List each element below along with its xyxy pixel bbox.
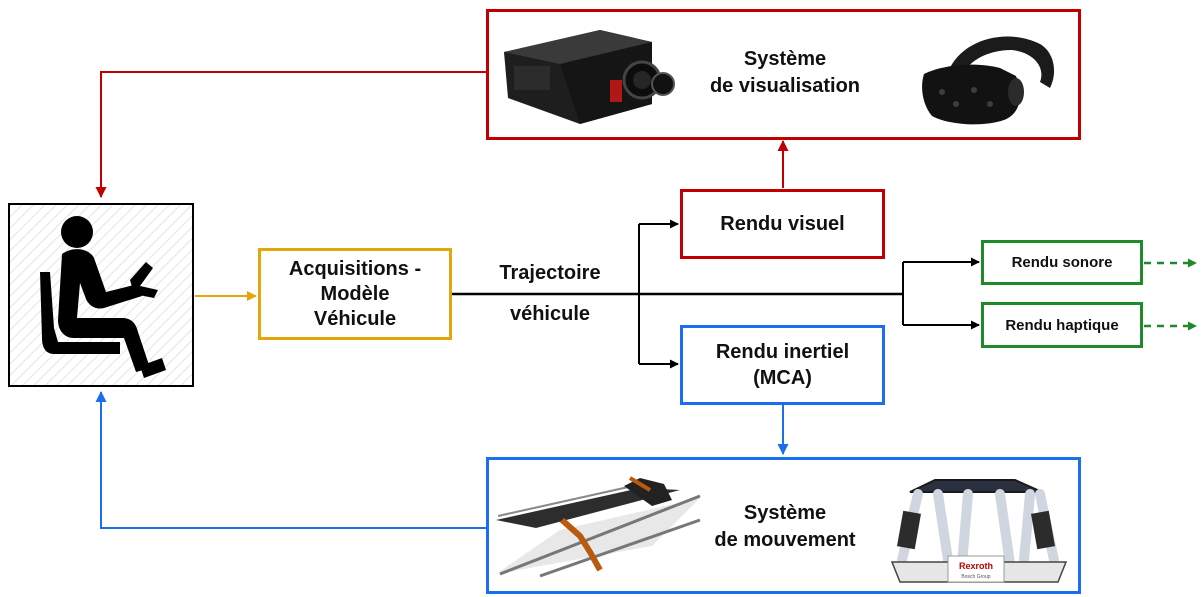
visual-render-box: Rendu visuel bbox=[680, 189, 885, 259]
sound-render-box: Rendu sonore bbox=[981, 240, 1143, 285]
rail-track-icon bbox=[496, 476, 701, 578]
visualization-system-label: Système de visualisation bbox=[690, 46, 880, 100]
trajectory-label-line2: véhicule bbox=[509, 303, 591, 325]
inertial-render-line1: Rendu inertiel bbox=[715, 341, 850, 363]
visualization-system-box bbox=[486, 9, 1081, 140]
motion-system-label: Système de mouvement bbox=[690, 500, 880, 554]
projector-icon bbox=[504, 30, 675, 124]
inertial-render-line2: (MCA) bbox=[753, 367, 812, 389]
motion-system-line1: Système bbox=[743, 502, 827, 524]
trajectory-label-line1: Trajectoire bbox=[499, 262, 601, 284]
acquisitions-line2: Modèle bbox=[320, 282, 390, 305]
vr-headset-icon bbox=[922, 36, 1055, 125]
driver-box bbox=[8, 203, 194, 387]
motion-system-box bbox=[486, 457, 1081, 594]
rexroth-brand-subtext: Bosch Group bbox=[961, 574, 990, 580]
haptic-render-box: Rendu haptique bbox=[981, 302, 1143, 348]
visualization-system-line1: Système bbox=[743, 48, 827, 70]
seated-driver-icon bbox=[40, 216, 166, 378]
arrow-motion-to-driver bbox=[95, 391, 486, 529]
motion-system-line2: de mouvement bbox=[714, 529, 856, 551]
acquisitions-line1: Acquisitions - bbox=[288, 257, 422, 280]
acquisitions-line3: Véhicule bbox=[313, 307, 397, 330]
hexapod-platform-icon: Rexroth Bosch Group bbox=[890, 479, 1068, 583]
visualization-system-line2: de visualisation bbox=[709, 75, 861, 97]
arrow-visualization-to-driver bbox=[95, 71, 486, 198]
acquisitions-box: Acquisitions - Modèle Véhicule bbox=[258, 248, 452, 340]
rexroth-brand-text: Rexroth bbox=[959, 561, 993, 571]
inertial-render-box: Rendu inertiel (MCA) bbox=[680, 325, 885, 405]
